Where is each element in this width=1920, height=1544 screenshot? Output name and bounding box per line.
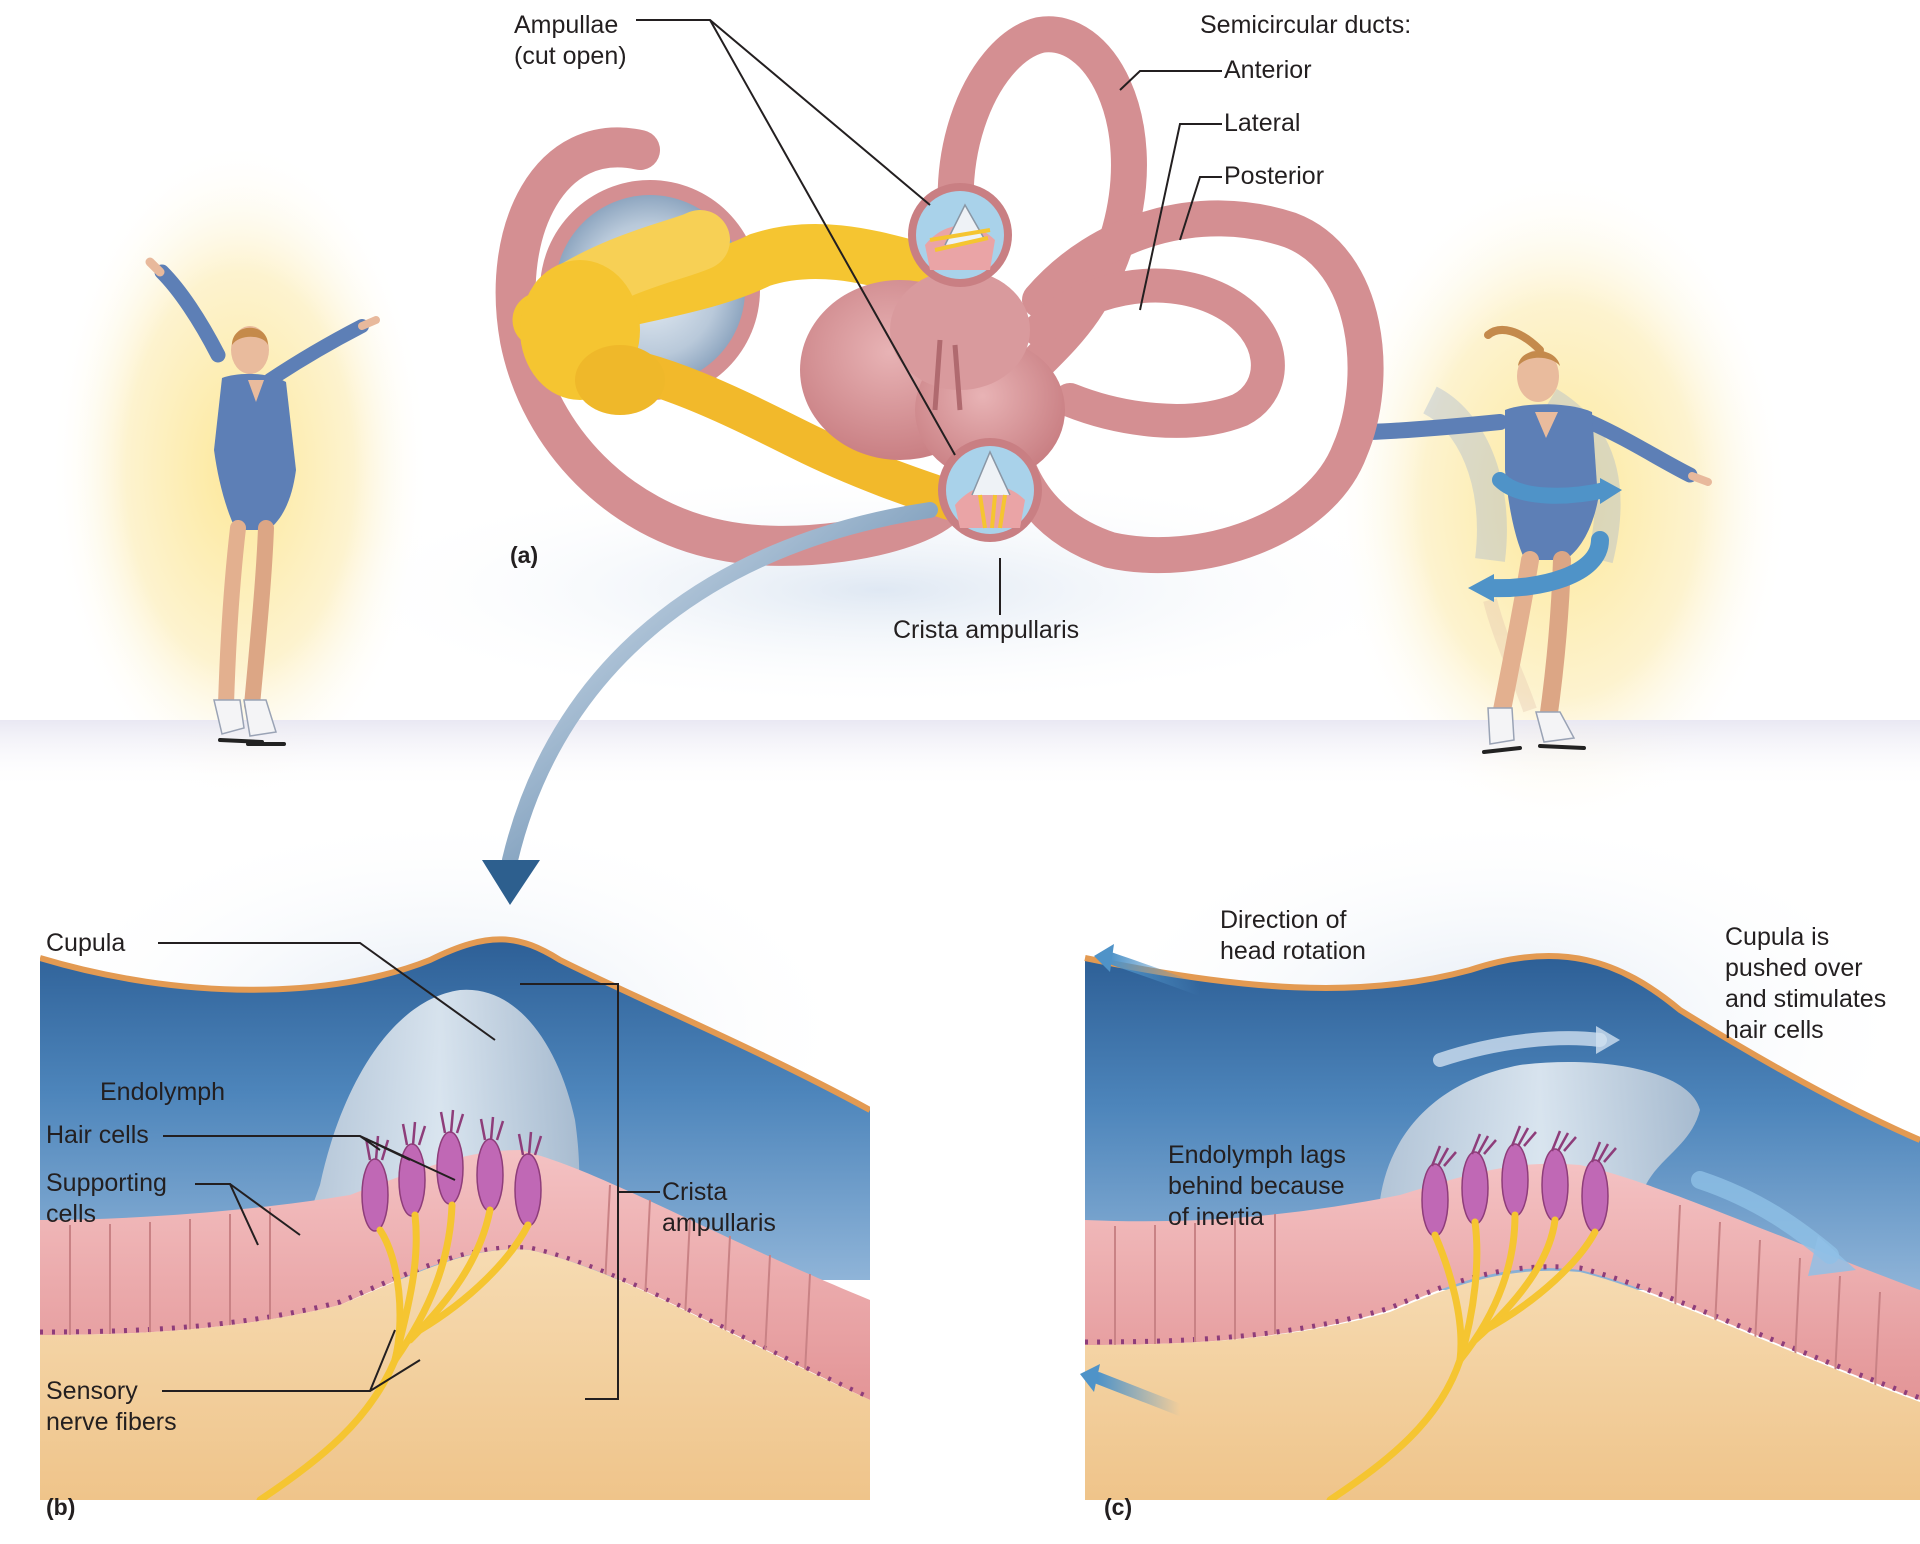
crista-ampullaris-label-b: Crista ampullaris (662, 1178, 776, 1237)
posterior-label: Posterior (1224, 162, 1325, 190)
ampulla-lower (938, 438, 1042, 542)
cupula-pushed-label: Cupula is pushed over and stimulates hai… (1725, 923, 1887, 1044)
zoom-arrow (482, 502, 938, 905)
anterior-label: Anterior (1224, 56, 1312, 84)
head-rotation-arrows (1080, 944, 1206, 1416)
leader-lines-b (158, 942, 660, 1400)
inner-ear-illustration (495, 16, 1384, 574)
panel-a-label: (a) (510, 542, 539, 568)
supporting-cells-label: Supporting cells (46, 1169, 167, 1228)
ampullae-label: Ampullae (cut open) (514, 11, 627, 70)
endolymph-lags-label: Endolymph lags behind because of inertia (1168, 1141, 1346, 1231)
crista-deflected (1084, 952, 1920, 1500)
hair-cells-label: Hair cells (46, 1121, 149, 1149)
endolymph-label: Endolymph (100, 1078, 226, 1106)
leader-lines-a (636, 19, 1222, 615)
lateral-label: Lateral (1224, 109, 1301, 137)
crista-at-rest (40, 936, 870, 1500)
skater-standing (145, 257, 380, 746)
direction-of-head-rotation-label: Direction of head rotation (1220, 906, 1366, 965)
sensory-nerve-fibers-label: Sensory nerve fibers (46, 1377, 177, 1436)
cupula-label: Cupula (46, 929, 126, 957)
skater-spinning (1339, 326, 1712, 754)
lateral-duct (1023, 268, 1285, 438)
ampulla-upper (908, 183, 1012, 287)
posterior-duct (992, 200, 1384, 574)
crista-ampullaris-label-a: Crista ampullaris (893, 616, 1080, 644)
panel-c-label: (c) (1104, 1494, 1133, 1520)
panel-b-label: (b) (46, 1494, 76, 1520)
semicircular-ducts-heading: Semicircular ducts: (1200, 11, 1412, 39)
